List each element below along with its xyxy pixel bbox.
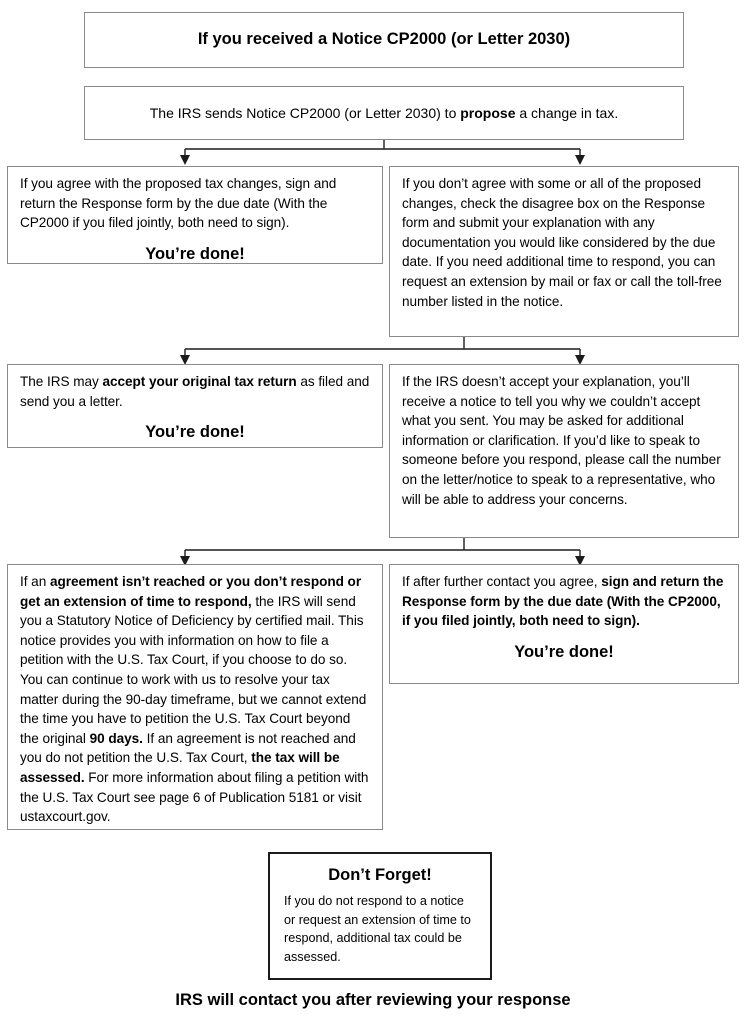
row3-right-body: If after further contact you agree, sign…	[402, 572, 726, 631]
row2-left-body: The IRS may accept your original tax ret…	[20, 372, 370, 411]
row2-left-text-before: The IRS may	[20, 374, 103, 389]
connector-intro-to-row1	[180, 140, 585, 165]
row2-left-done: You’re done!	[145, 423, 245, 442]
row1-left-body: If you agree with the proposed tax chang…	[20, 176, 337, 231]
row1-left-box: If you agree with the proposed tax chang…	[7, 166, 383, 264]
row3-right-done: You’re done!	[514, 642, 614, 661]
row1-right-body: If you don’t agree with some or all of t…	[402, 176, 722, 309]
title-box: If you received a Notice CP2000 (or Lett…	[84, 12, 684, 68]
row3-left-seg6-bold: the tax will be assessed.	[20, 750, 340, 785]
row2-left-box: The IRS may accept your original tax ret…	[7, 364, 383, 448]
row3-right-seg1: If after further contact you agree,	[402, 574, 602, 589]
row3-right-box: If after further contact you agree, sign…	[389, 564, 739, 684]
row3-left-seg1: If an	[20, 574, 50, 589]
row3-left-seg7: For more information about filing a peti…	[20, 769, 369, 825]
dont-forget-box: Don’t Forget! If you do not respond to a…	[268, 852, 492, 980]
intro-text-before: The IRS sends Notice CP2000 (or Letter 2…	[149, 105, 461, 121]
row3-left-seg2-bold: agreement isn’t reached or you don’t res…	[20, 574, 362, 609]
connector-row1-to-row2	[180, 337, 585, 365]
row2-right-box: If the IRS doesn’t accept your explanati…	[389, 364, 739, 538]
row3-left-box: If an agreement isn’t reached or you don…	[7, 564, 383, 830]
intro-box-text: The IRS sends Notice CP2000 (or Letter 2…	[97, 103, 671, 123]
dont-forget-heading: Don’t Forget!	[328, 866, 432, 884]
row3-left-body: If an agreement isn’t reached or you don…	[20, 572, 370, 827]
row2-left-text-after: as filed and send you a letter.	[20, 374, 370, 409]
intro-text-after: a change in tax.	[515, 105, 619, 121]
footer-statement: IRS will contact you after reviewing you…	[175, 991, 571, 1009]
row3-left-seg4-bold: 90 days.	[89, 730, 143, 746]
row3-left-seg3: the IRS will send you a Statutory Notice…	[20, 593, 367, 746]
title-box-text: If you received a Notice CP2000 (or Lett…	[197, 30, 571, 48]
row2-right-body: If the IRS doesn’t accept your explanati…	[402, 374, 721, 507]
intro-text-bold: propose	[460, 105, 516, 121]
row2-left-text-bold: accept your original tax return	[102, 374, 297, 389]
intro-box: The IRS sends Notice CP2000 (or Letter 2…	[84, 86, 684, 140]
row3-right-seg2-bold: sign and return the Response form by the…	[402, 574, 724, 629]
row1-right-box: If you don’t agree with some or all of t…	[389, 166, 739, 337]
row3-left-seg5: If an agreement is not reached and you d…	[20, 730, 356, 766]
dont-forget-body: If you do not respond to a notice or req…	[284, 894, 471, 964]
row1-left-done: You’re done!	[145, 244, 245, 263]
